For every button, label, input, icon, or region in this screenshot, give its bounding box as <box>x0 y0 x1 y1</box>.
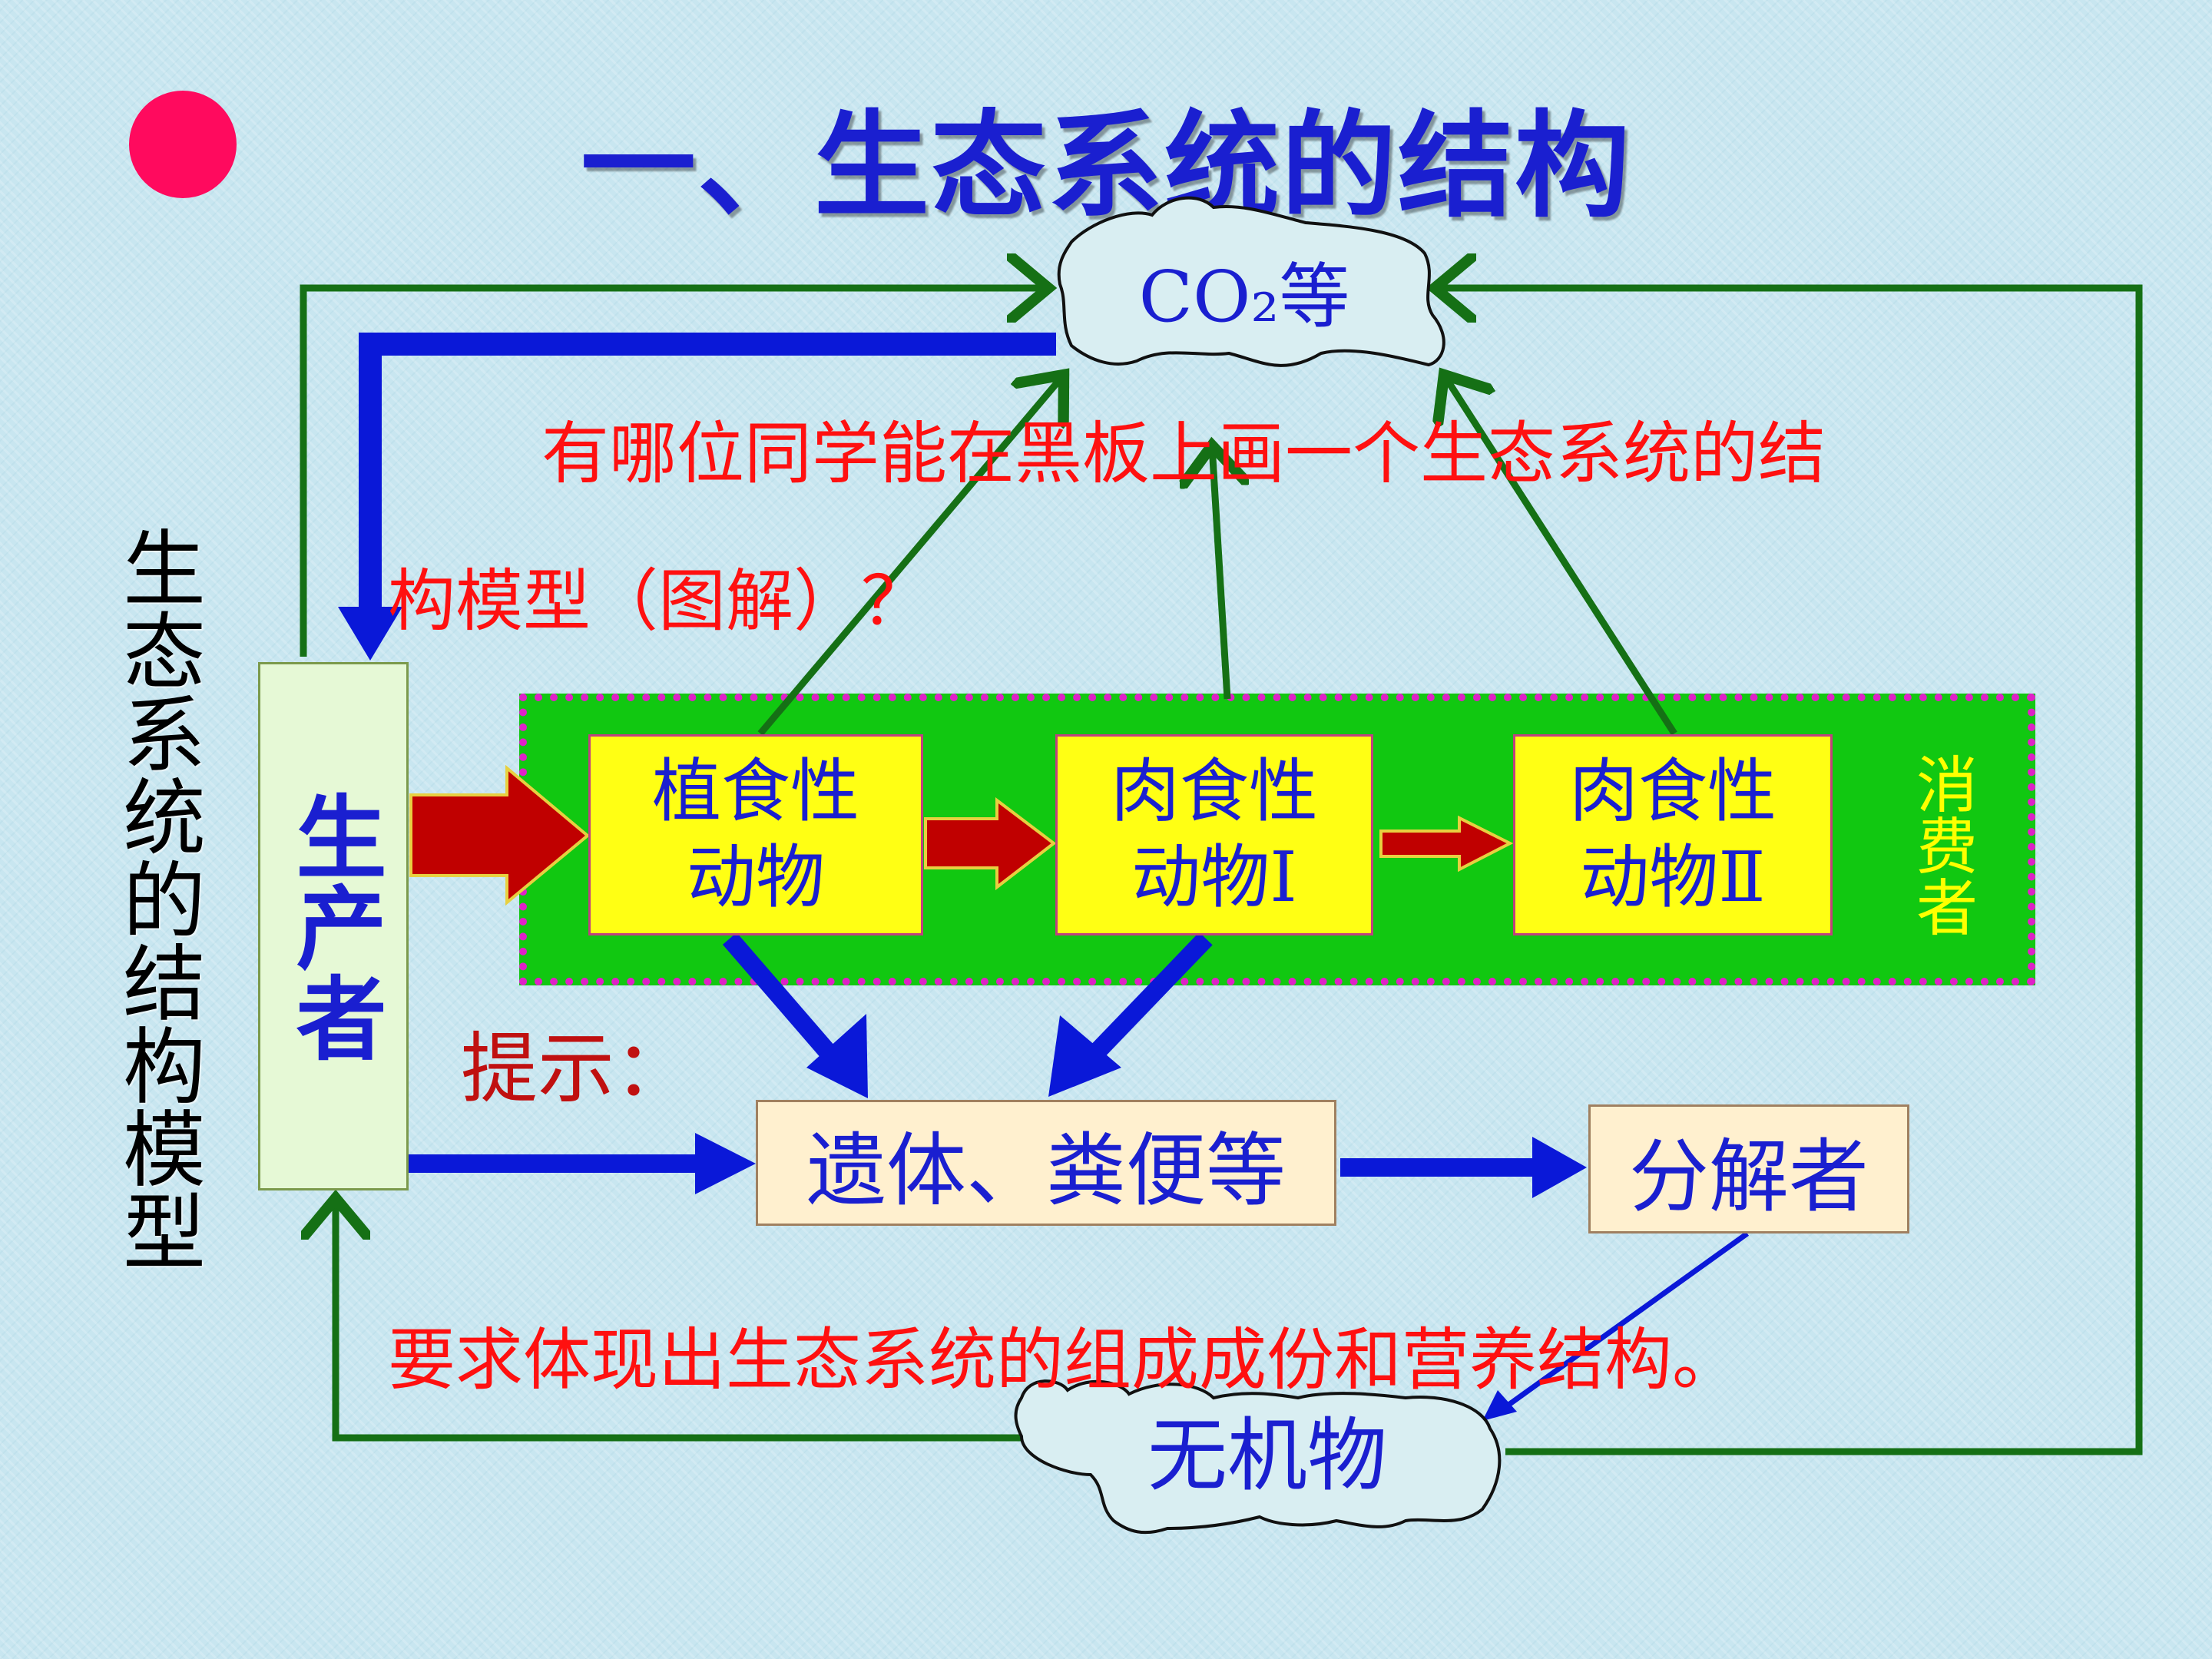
inorganic-cloud <box>1014 1379 1502 1535</box>
arrow-carnivore1-to-co2 <box>1212 445 1227 700</box>
question-line2: 构模型（图解）？ <box>388 561 929 641</box>
consumer-label: 消费者 <box>1906 753 1978 937</box>
vertical-side-label: 生态系统的结构模型 <box>109 525 205 1272</box>
arrow-carnivore2-to-co2 <box>1444 375 1677 736</box>
arrow-carnivore1-to-carnivore2 <box>1379 815 1514 873</box>
red-bullet-dot <box>129 91 237 198</box>
arrow-producer-to-herbivore <box>409 764 591 906</box>
question-line1: 有哪位同学能在黑板上画一个生态系统的结 <box>541 414 1826 493</box>
producer-box: 生产者 <box>258 662 409 1190</box>
co2-label: CO₂等 <box>1138 256 1350 338</box>
producer-label: 生产者 <box>280 790 387 1062</box>
hint-label: 提示： <box>461 1024 691 1114</box>
decomposer-box: 分解者 <box>1588 1104 1909 1233</box>
arrow-inorganic-to-producer <box>336 1198 1022 1442</box>
arrow-carnivore1-to-remains <box>1048 1015 1121 1097</box>
herbivore-box: 植食性 动物 <box>588 734 923 935</box>
arrow-herbivore-to-remains <box>806 1014 868 1098</box>
arrow-decomposer-to-inorganic <box>1482 1390 1517 1421</box>
page-title: 一、生态系统的结构 <box>580 100 1631 233</box>
arrow-producer-to-co2 <box>300 288 1048 657</box>
inorganic-label: 无机物 <box>1147 1409 1387 1502</box>
arrow-herbivore-to-co2 <box>757 375 1064 736</box>
arrow-producer-to-remains <box>695 1133 756 1194</box>
arrow-inorganic-to-co2 <box>1435 288 2143 1455</box>
requirement-text: 要求体现出生态系统的组成成份和营养结构。 <box>388 1320 1740 1399</box>
arrow-herbivore-to-carnivore1 <box>924 796 1057 891</box>
co2-cloud <box>1057 196 1445 367</box>
carnivore2-box: 肉食性 动物Ⅱ <box>1513 734 1833 935</box>
arrow-co2-to-producer <box>359 333 1056 614</box>
carnivore1-box: 肉食性 动物Ⅰ <box>1055 734 1373 935</box>
arrow-remains-to-decomposer <box>1532 1137 1587 1198</box>
remains-box: 遗体、粪便等 <box>756 1100 1336 1226</box>
